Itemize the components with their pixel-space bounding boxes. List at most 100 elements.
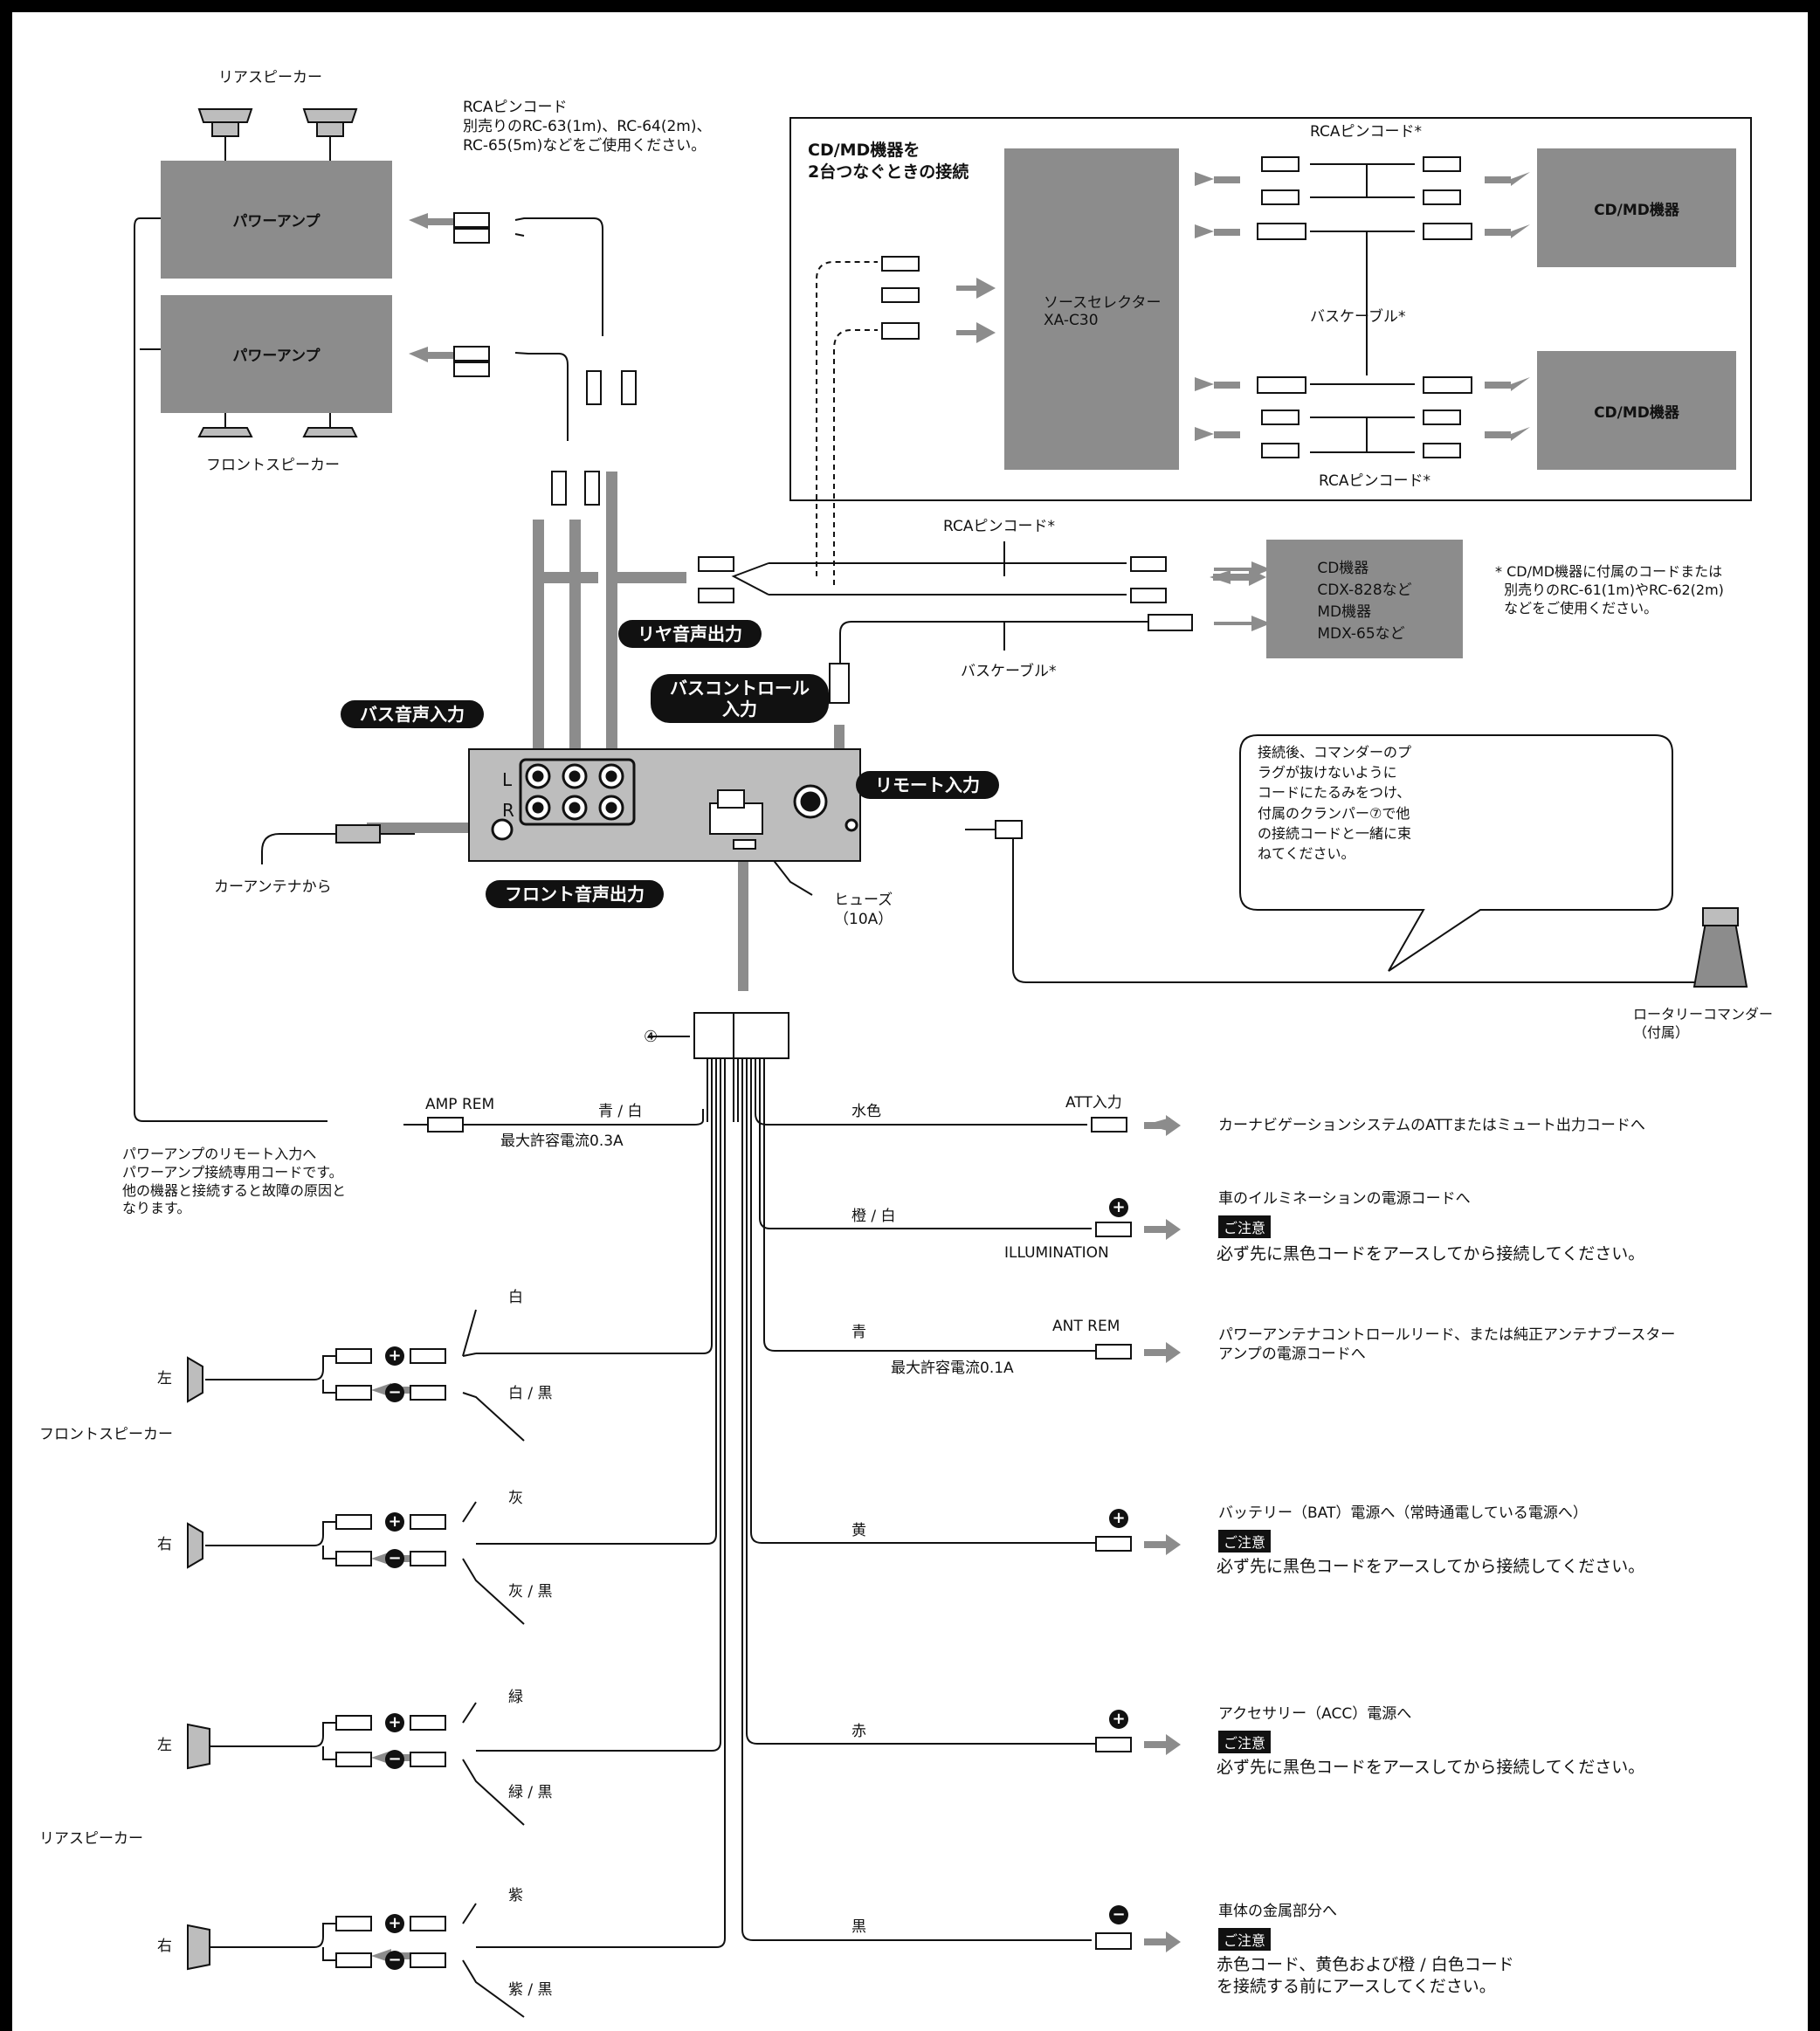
plus-icon: + <box>385 1713 404 1732</box>
minus-icon: − <box>385 1383 404 1402</box>
footnote: * CD/MD機器に付属のコードまたは 別売りのRC-61(1m)やRC-62(… <box>1495 563 1724 616</box>
cd-bus-label: バスケーブル* <box>961 663 1057 680</box>
att-color: 水色 <box>851 1103 881 1120</box>
speaker-front-left: 左 <box>157 1370 172 1387</box>
bus-in-label: バス音声入力 <box>341 700 484 728</box>
rear-speaker-icons <box>197 108 358 137</box>
rca-note: RCAピンコード 別売りのRC-63(1m)、RC-64(2m)、 RC-65(… <box>463 99 712 155</box>
wire-white: 白 <box>508 1289 523 1306</box>
harness-connector <box>693 1012 789 1059</box>
illum-note: 必ず先に黒色コードをアースしてから接続してください。 <box>1217 1244 1645 1263</box>
wire-green-black: 緑 / 黒 <box>508 1784 553 1801</box>
cdmd-device-bottom-label: CD/MD機器 <box>1594 403 1679 422</box>
remote-plug-icon <box>965 820 1023 839</box>
plus-icon: + <box>1109 1198 1128 1217</box>
cd-md-device-label: CD機器 CDX-828など MD機器 MDX-65など <box>1317 560 1412 643</box>
plus-icon: + <box>1109 1509 1128 1528</box>
cdmd-panel-title: CD/MD機器を 2台つなぐときの接続 <box>808 141 969 182</box>
bat-caution-badge: ご注意 <box>1218 1530 1272 1553</box>
rear-out-label: リヤ音声出力 <box>618 620 762 648</box>
wire-green: 緑 <box>508 1689 523 1706</box>
rotary-commander-icon <box>1692 907 1748 988</box>
cdmd-panel-frame <box>789 117 1752 501</box>
illum-dest: 車のイルミネーションの電源コードへ <box>1218 1190 1471 1208</box>
minus-icon: − <box>1109 1905 1128 1924</box>
acc-caution-badge: ご注意 <box>1218 1731 1272 1753</box>
amp-rem-note: パワーアンプのリモート入力へ パワーアンプ接続専用コードです。 他の機器と接続す… <box>122 1146 347 1217</box>
antenna-label: カーアンテナから <box>214 878 332 896</box>
antenna-plug-icon <box>335 824 415 843</box>
acc-color: 赤 <box>851 1723 866 1740</box>
illum-label: ILLUMINATION <box>1004 1244 1109 1262</box>
panel-bus-cable: バスケーブル* <box>1310 308 1406 326</box>
power-amp-lower-label: パワーアンプ <box>232 348 321 365</box>
cd-md-device: CD機器 CDX-828など MD機器 MDX-65など <box>1266 540 1463 658</box>
plus-icon: + <box>385 1346 404 1366</box>
gnd-dest: 車体の金属部分へ <box>1218 1903 1337 1920</box>
fuse-label: ヒューズ （10A） <box>834 892 893 929</box>
ant-dest: パワーアンテナコントロールリード、または純正アンテナブースター アンプの電源コー… <box>1218 1326 1676 1364</box>
front-speaker-icons <box>197 427 358 437</box>
cd-rca-label: RCAピンコード* <box>943 518 1055 535</box>
front-speaker-title: フロントスピーカー <box>206 457 340 474</box>
speaker-rear-left: 左 <box>157 1737 172 1754</box>
ant-color: 青 <box>851 1324 866 1341</box>
cdmd-device-top: CD/MD機器 <box>1537 148 1736 267</box>
speaker-rear-right: 右 <box>157 1938 172 1955</box>
commander-note: 接続後、コマンダーのプ ラグが抜けないように コードにたるみをつけ、 付属のクラ… <box>1258 744 1412 862</box>
gnd-note: 赤色コード、黄色および橙 / 白色コード を接続する前にアースしてください。 <box>1217 1955 1514 1996</box>
ant-current: 最大許容電流0.1A <box>891 1360 1014 1377</box>
power-amp-upper-label: パワーアンプ <box>232 213 321 231</box>
speaker-front-right: 右 <box>157 1536 172 1553</box>
gnd-color: 黒 <box>851 1918 866 1936</box>
plus-icon: + <box>1109 1710 1128 1729</box>
plus-icon: + <box>385 1914 404 1933</box>
amp-rem-color: 青 / 白 <box>598 1103 643 1120</box>
door-speaker-icons <box>187 1356 210 1971</box>
channel-r: R <box>502 800 514 821</box>
bus-control-label: バスコントロール 入力 <box>651 674 829 723</box>
acc-note: 必ず先に黒色コードをアースしてから接続してください。 <box>1217 1758 1645 1777</box>
power-amp-upper: パワーアンプ <box>161 161 392 279</box>
rear-speaker-group: リアスピーカー <box>39 1830 143 1848</box>
source-selector-label: ソースセレクター XA-C30 <box>1044 293 1162 329</box>
channel-l: L <box>502 769 513 790</box>
rear-speaker-title: リアスピーカー <box>218 69 322 86</box>
bat-color: 黄 <box>851 1522 866 1539</box>
bat-dest: バッテリー（BAT）電源へ（常時通電している電源へ） <box>1218 1504 1588 1522</box>
front-out-label: フロント音声出力 <box>486 880 664 908</box>
wire-purple-black: 紫 / 黒 <box>508 1981 553 1999</box>
panel-rca-bottom: RCAピンコード* <box>1319 472 1430 490</box>
att-dest: カーナビゲーションシステムのATTまたはミュート出力コードへ <box>1218 1117 1645 1134</box>
gnd-caution-badge: ご注意 <box>1218 1928 1272 1951</box>
illum-color: 橙 / 白 <box>851 1208 896 1225</box>
minus-icon: − <box>385 1549 404 1568</box>
front-speaker-group: フロントスピーカー <box>39 1426 173 1443</box>
wire-gray: 灰 <box>508 1490 523 1507</box>
amp-rem-wire <box>134 217 327 1122</box>
wire-white-black: 白 / 黒 <box>508 1385 553 1402</box>
remote-in-label: リモート入力 <box>856 771 999 799</box>
wire-purple: 紫 <box>508 1887 523 1904</box>
amp-rem-label: AMP REM <box>425 1096 495 1113</box>
cdmd-device-bottom: CD/MD機器 <box>1537 351 1736 470</box>
wire-gray-black: 灰 / 黒 <box>508 1583 553 1601</box>
bat-note: 必ず先に黒色コードをアースしてから接続してください。 <box>1217 1557 1645 1576</box>
amp-rem-current: 最大許容電流0.3A <box>500 1133 624 1150</box>
commander-callout <box>1239 734 1673 972</box>
power-amp-lower: パワーアンプ <box>161 295 392 413</box>
minus-icon: − <box>385 1750 404 1769</box>
minus-icon: − <box>385 1951 404 1970</box>
source-selector: ソースセレクター XA-C30 <box>1004 148 1179 470</box>
plus-icon: + <box>385 1512 404 1532</box>
rca-jacks <box>491 758 858 841</box>
illum-caution-badge: ご注意 <box>1218 1215 1272 1238</box>
commander-name: ロータリーコマンダー （付属） <box>1633 1006 1774 1041</box>
panel-rca-top: RCAピンコード* <box>1310 123 1422 141</box>
harness-number: ④ <box>644 1028 658 1046</box>
cdmd-device-top-label: CD/MD機器 <box>1594 201 1679 219</box>
acc-dest: アクセサリー（ACC）電源へ <box>1218 1705 1412 1723</box>
ant-label: ANT REM <box>1052 1318 1120 1335</box>
